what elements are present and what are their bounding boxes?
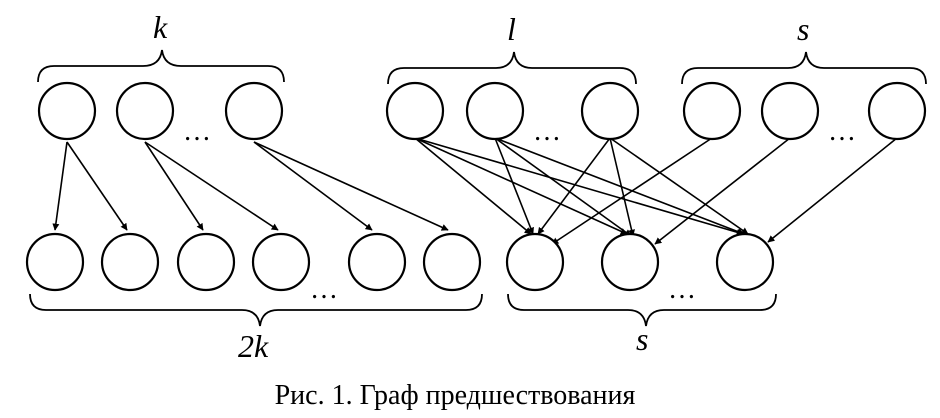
node-2k-4	[251, 232, 311, 292]
node-2k-6	[422, 232, 482, 292]
top-row-nodes	[37, 81, 927, 141]
brace-bottom-s	[507, 293, 777, 327]
edge-arrow	[494, 137, 534, 235]
node-s-2	[760, 81, 820, 141]
label-s-bottom: s	[636, 321, 648, 357]
label-2k: 2k	[238, 328, 269, 364]
bottom-row-nodes	[25, 232, 775, 292]
edge-arrow	[609, 137, 749, 235]
edge-arrow	[414, 137, 532, 235]
edge-arrow	[253, 141, 449, 231]
node-s-out-1	[505, 232, 565, 292]
edge-arrow	[414, 137, 744, 236]
ellipsis-top-s: …	[828, 116, 858, 147]
edge-arrow	[551, 137, 713, 245]
ellipsis-top-k: …	[183, 116, 213, 147]
edge-arrow	[537, 137, 611, 235]
edge-arrow	[144, 141, 204, 231]
node-s-1	[682, 81, 742, 141]
node-2k-2	[100, 232, 160, 292]
node-k-1	[37, 81, 97, 141]
edge-arrow	[144, 141, 279, 231]
brace-top-l	[387, 51, 637, 85]
edge-arrow	[253, 141, 373, 231]
label-s-top: s	[797, 11, 809, 47]
brace-top-k	[37, 49, 285, 83]
ellipsis-top-l: …	[533, 116, 563, 147]
edge-arrow	[654, 137, 791, 245]
edge-arrow	[414, 137, 628, 235]
node-2k-5	[347, 232, 407, 292]
edge-arrow	[609, 137, 635, 237]
edge-arrow	[494, 137, 632, 237]
node-s-out-3	[715, 232, 775, 292]
ellipsis-bottom-s: …	[668, 274, 698, 305]
edge-arrow	[66, 141, 128, 231]
label-l: l	[507, 11, 516, 47]
label-k: k	[153, 9, 168, 45]
brace-bottom-2k	[29, 293, 483, 327]
node-l-3	[580, 81, 640, 141]
node-k-2	[115, 81, 175, 141]
edges	[52, 137, 898, 245]
node-s-out-2	[600, 232, 660, 292]
node-2k-1	[25, 232, 85, 292]
edge-arrow	[52, 141, 68, 231]
figure-caption: Рис. 1. Граф предшествования	[275, 380, 636, 411]
node-k-3	[224, 81, 284, 141]
edge-arrow	[494, 137, 745, 235]
node-l-2	[465, 81, 525, 141]
brace-top-s	[681, 51, 927, 85]
node-s-3	[867, 81, 927, 141]
node-l-1	[385, 81, 445, 141]
ellipsis-bottom-2k: …	[310, 274, 340, 305]
edge-arrow	[767, 137, 898, 243]
node-2k-3	[176, 232, 236, 292]
